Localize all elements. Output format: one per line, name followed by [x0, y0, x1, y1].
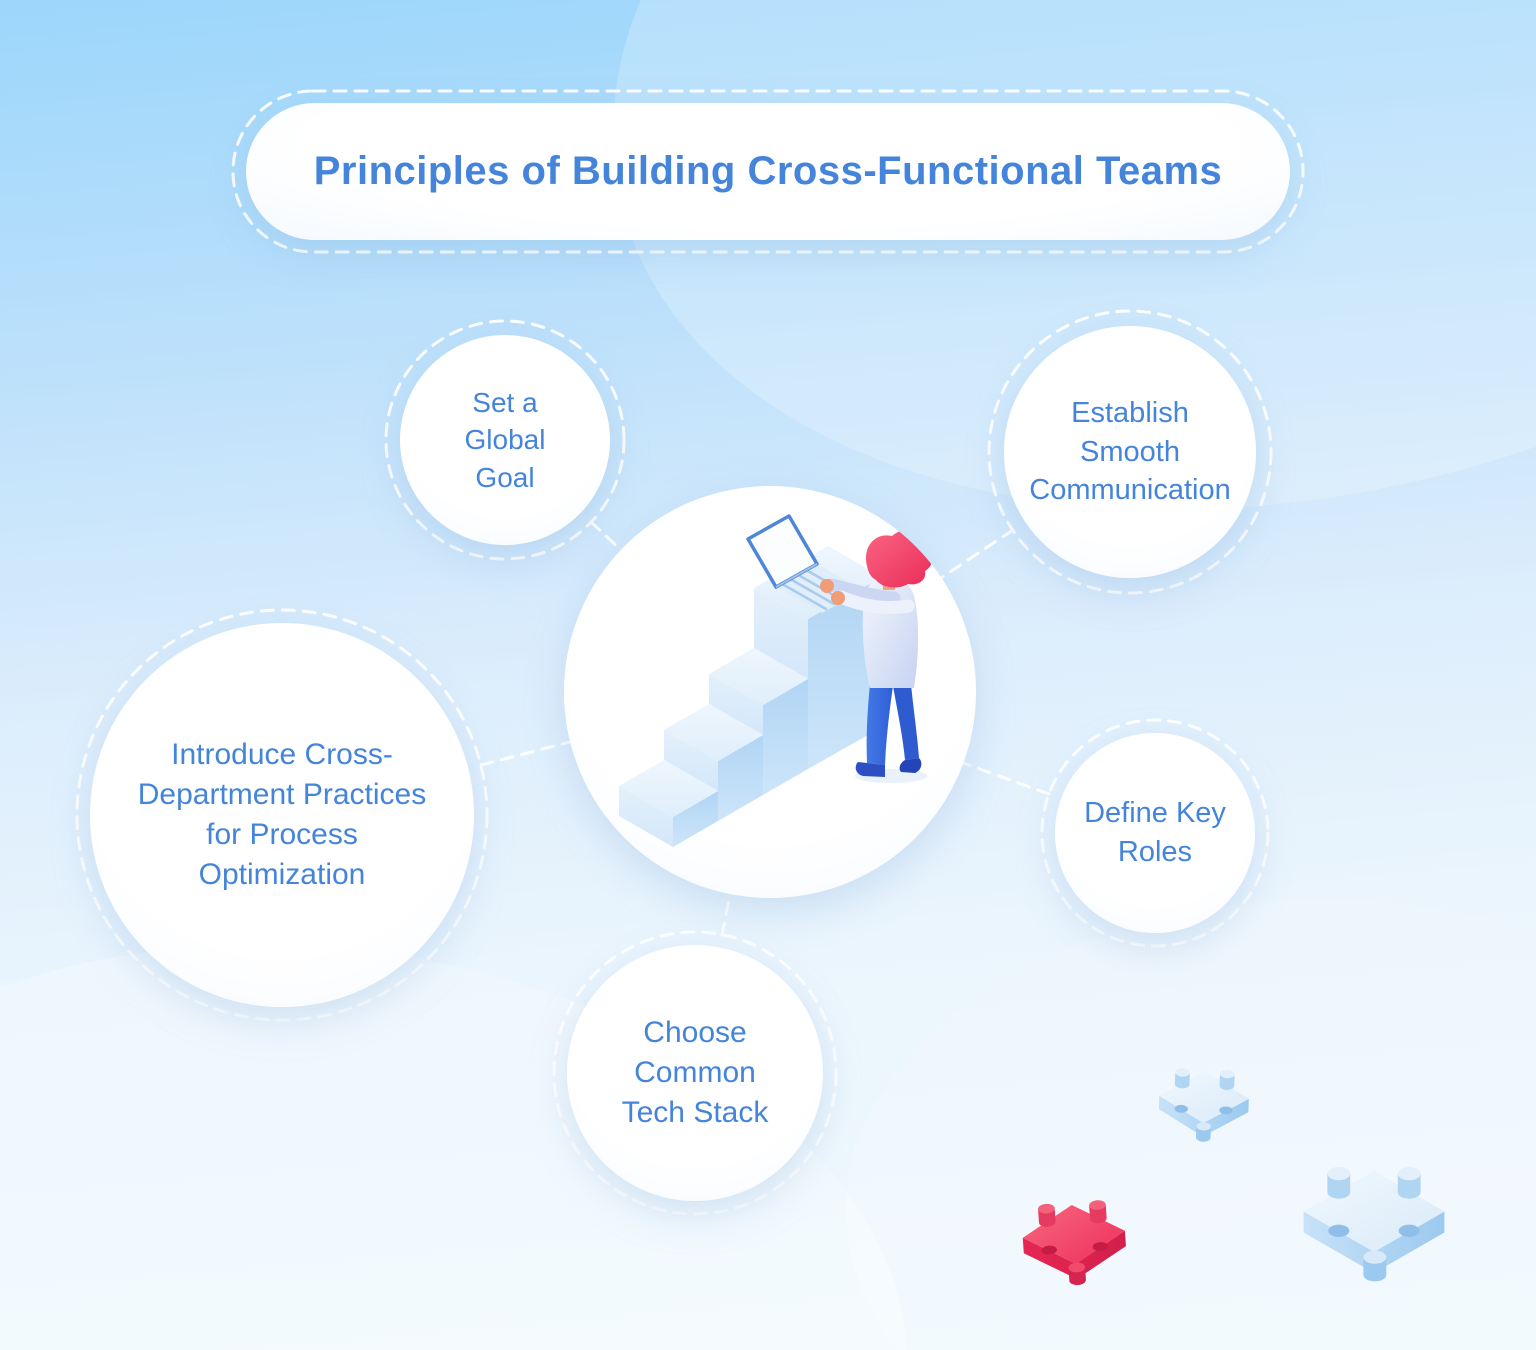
central-illustration-circle	[564, 486, 976, 898]
puzzle-piece-icon-pink	[1022, 1200, 1126, 1286]
dashed-ring-roles	[1040, 718, 1270, 948]
puzzle-piece-icon-large-blue	[1303, 1166, 1445, 1282]
connector-communication-center	[939, 528, 1015, 580]
title-text: Principles of Building Cross-Functional …	[313, 149, 1223, 193]
staircase	[619, 546, 882, 847]
dashed-ring-tech	[552, 930, 838, 1216]
bubble-label: Establish Smooth Communication	[1029, 397, 1231, 507]
bubble-label: Define Key Roles	[1084, 797, 1226, 868]
person-at-staircase-illustration	[619, 514, 933, 847]
puzzle-piece-icon-small-blue	[1158, 1068, 1249, 1142]
connector-goal-center	[589, 520, 623, 552]
title-banner: Principles of Building Cross-Functional …	[246, 103, 1290, 240]
bubble-label: Choose Common Tech Stack	[621, 1016, 769, 1129]
bubble-label: Set a Global Goal	[464, 387, 546, 493]
bubble-cross-department-practices: Introduce Cross- Department Practices fo…	[90, 623, 474, 1007]
dashed-ring-practices	[75, 608, 489, 1022]
person	[820, 529, 933, 783]
title-dashed-outline	[231, 89, 1305, 254]
bubble-define-key-roles: Define Key Roles	[1055, 733, 1255, 933]
connector-roles-center	[961, 761, 1051, 796]
dashed-ring-goal	[384, 319, 626, 561]
dashed-ring-communication	[987, 309, 1273, 595]
bubble-label: Introduce Cross- Department Practices fo…	[137, 738, 427, 891]
bubble-establish-smooth-communication: Establish Smooth Communication	[1004, 326, 1256, 578]
connector-tech-center	[720, 892, 732, 937]
connector-practices-center	[479, 740, 572, 767]
bubble-set-global-goal: Set a Global Goal	[400, 335, 610, 545]
bubble-choose-common-tech-stack: Choose Common Tech Stack	[567, 945, 823, 1201]
